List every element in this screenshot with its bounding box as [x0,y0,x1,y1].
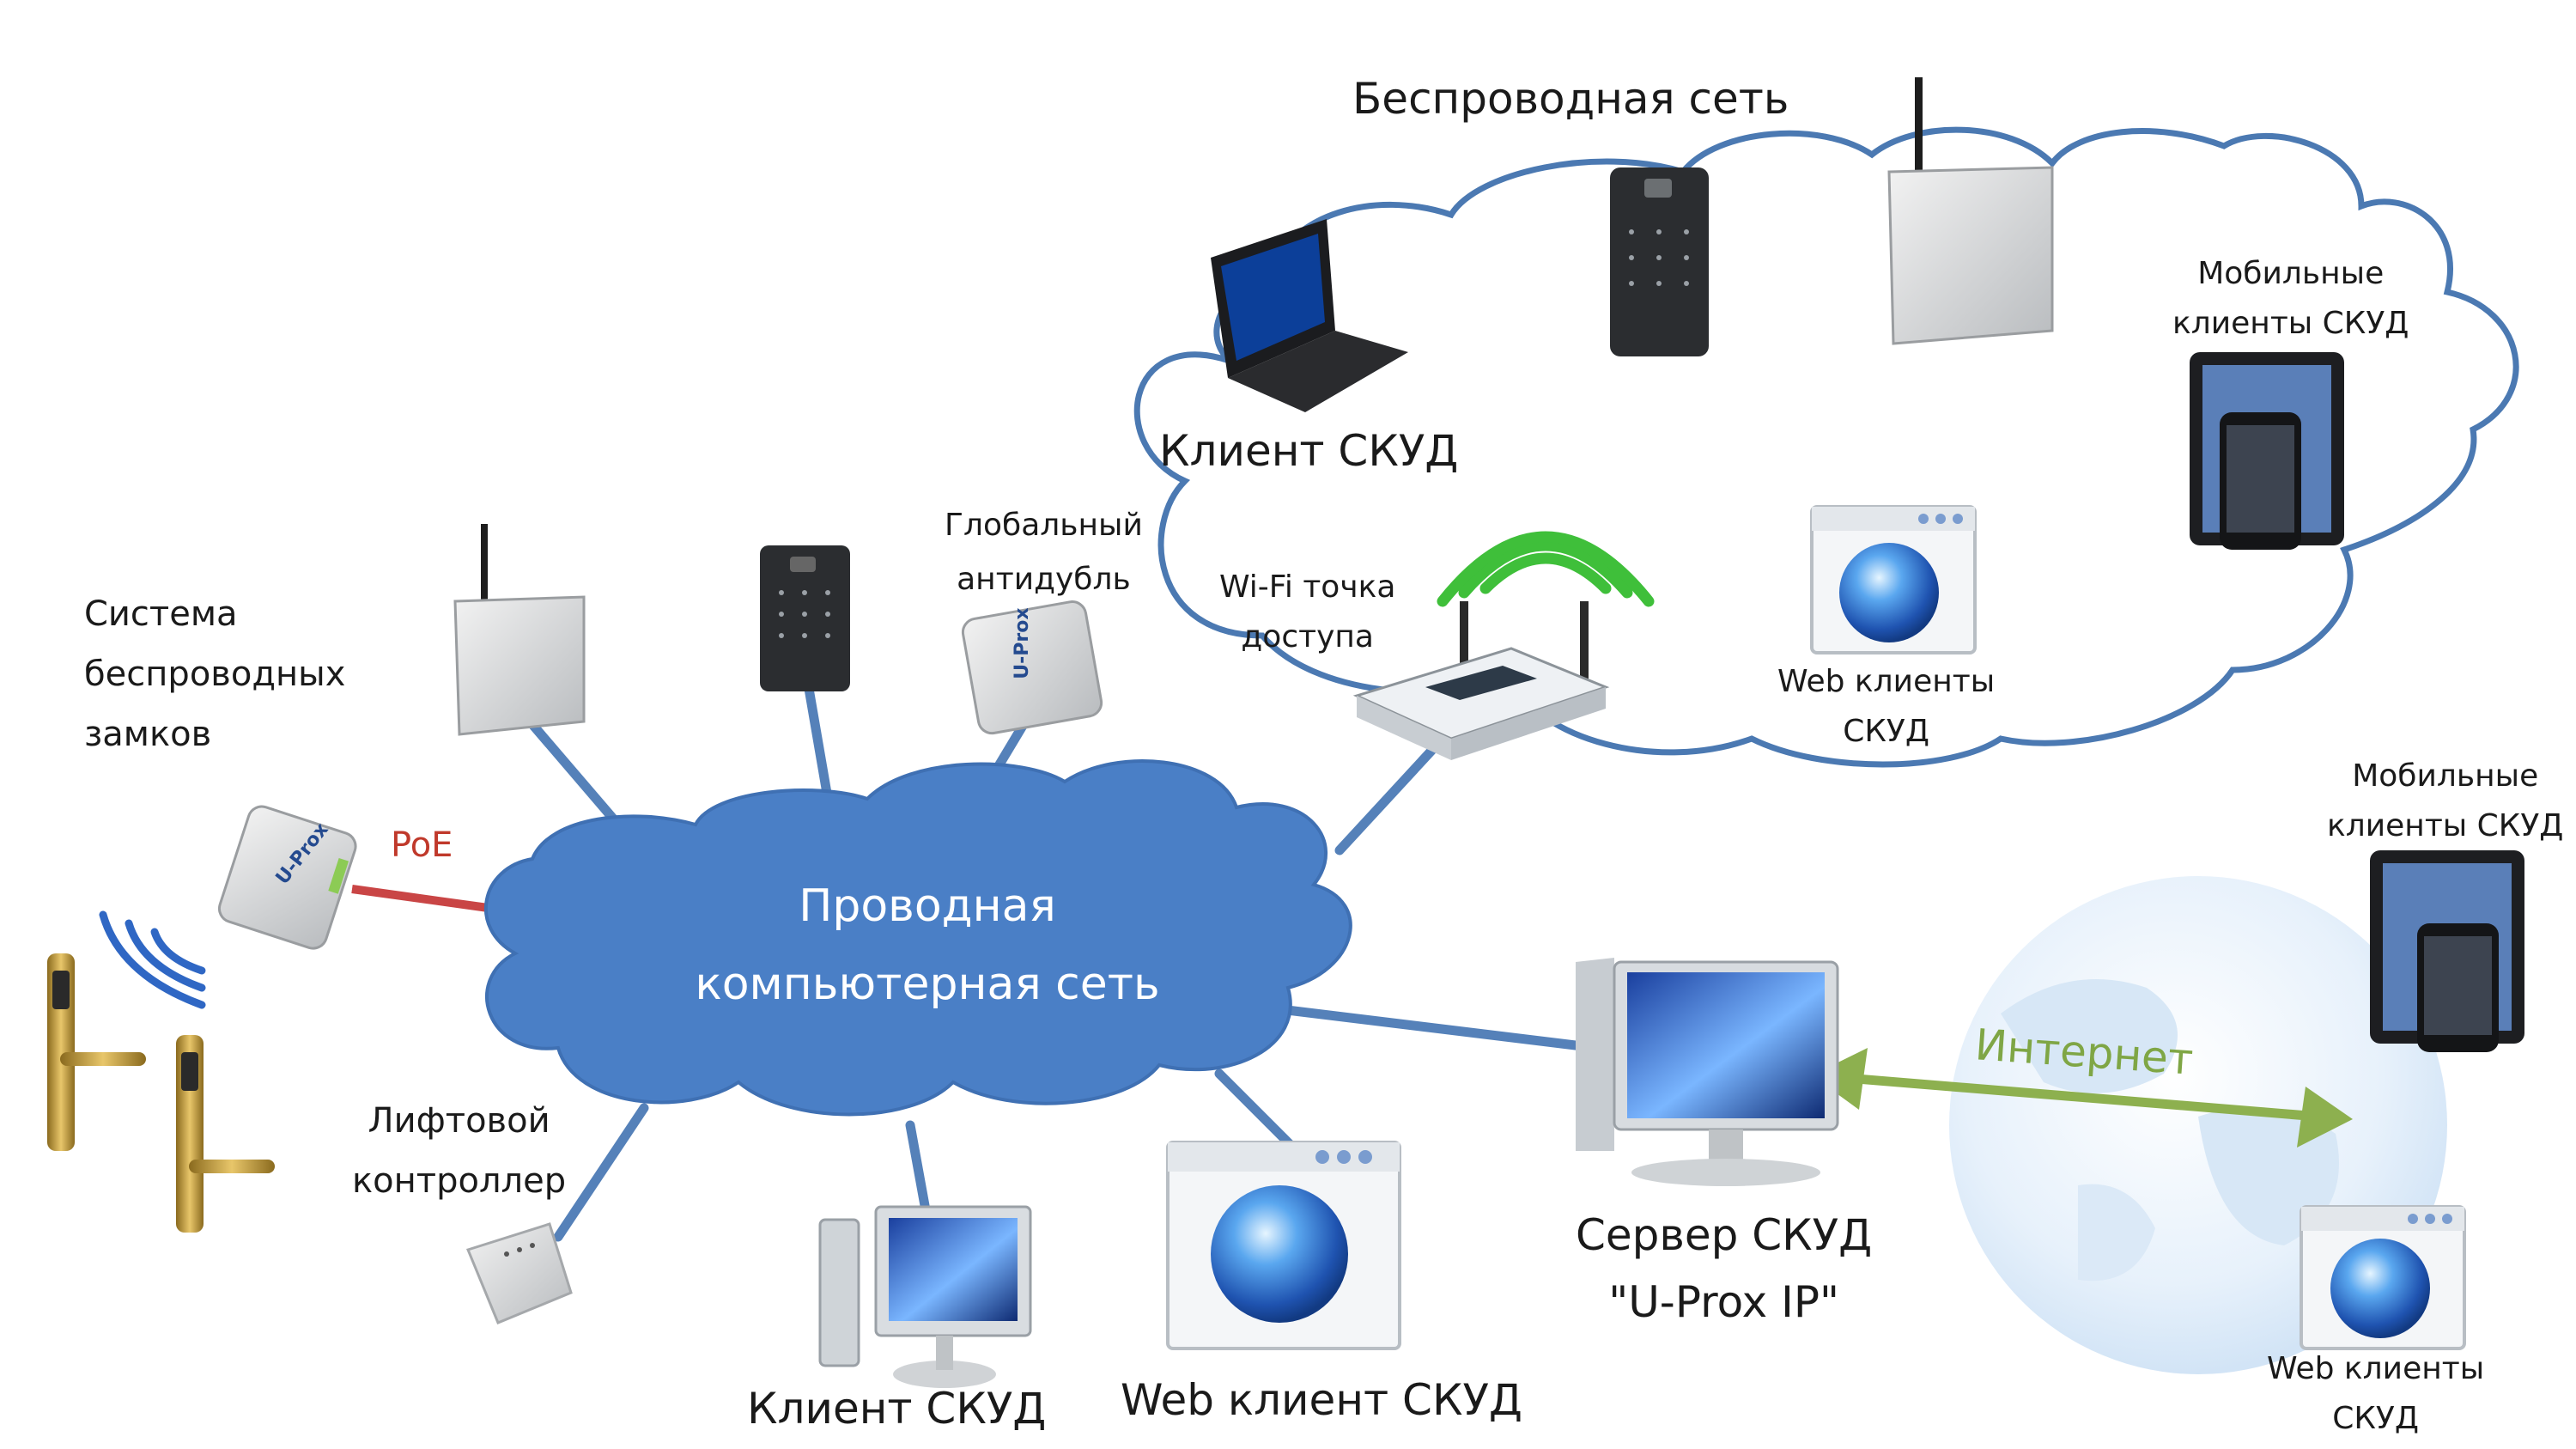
door-lock-icon [176,1035,275,1233]
wireless-network-title: Беспроводная сеть [1352,74,1789,124]
wired-network-cloud [483,759,1352,1117]
wireless-locks-line3: замков [84,715,212,754]
server-line2: "U-Prox IP" [1608,1276,1840,1327]
wifi-ap-line2: доступа [1241,618,1374,654]
mobile-clients-wireless-icon [2190,352,2344,550]
poe-link [351,885,507,915]
wireless-locks-line1: Система [84,594,238,634]
wired-network-line2: компьютерная сеть [695,959,1160,1010]
client-bottom-label: Клиент СКУД [747,1384,1047,1434]
wireless-controller-cloud-icon [1887,77,2054,345]
wired-network-title: Проводная компьютерная сеть [627,868,1228,1024]
web-clients-internet-line2: СКУД [2332,1400,2419,1436]
global-antipassback-line1: Глобальный [945,508,1143,543]
laptop-client-icon [1211,219,1408,412]
wireless-locks-label: Система беспроводных замков [84,584,345,764]
keypad-reader-icon [760,545,850,691]
brand-label: U-Prox [1012,607,1033,679]
web-clients-wireless-line2: СКУД [1843,713,1929,749]
wireless-controller-device-icon [453,524,586,736]
server-monitor-icon [1576,958,1839,1186]
keypad-reader-wireless-icon [1610,167,1709,356]
wifi-ap-line1: Wi-Fi точка [1219,569,1396,605]
wifi-router-icon [1352,531,1655,760]
wireless-locks-line2: беспроводных [84,654,346,694]
web-clients-internet-label: Web клиенты СКУД [2267,1344,2484,1443]
global-antipassback-line2: антидубль [957,562,1131,597]
web-clients-wireless-browser-icon [1810,505,1977,654]
mobile-clients-internet-line2: клиенты СКУД [2327,807,2564,843]
server-label: Сервер СКУД "U-Prox IP" [1576,1202,1872,1336]
internet-arrow [1812,1048,2353,1148]
web-clients-internet-line1: Web клиенты [2267,1351,2485,1386]
web-clients-wireless-line1: Web клиенты [1777,664,1996,699]
mobile-clients-internet-label: Мобильные клиенты СКУД [2327,752,2563,850]
web-clients-wireless-label: Web клиенты СКУД [1777,657,1995,756]
server-line1: Сервер СКУД [1576,1210,1873,1260]
mobile-clients-internet-icon [2370,850,2524,1052]
global-antipassback-device-icon: U-Prox [961,600,1103,735]
wifi-ap-label: Wi-Fi точка доступа [1219,563,1395,661]
client-wireless-label: Клиент СКУД [1159,426,1459,476]
mobile-clients-internet-line1: Мобильные [2352,758,2539,794]
lift-controller-line1: Лифтовой [368,1101,550,1141]
mobile-clients-wireless-line2: клиенты СКУД [2172,305,2409,341]
global-antipassback-label: Глобальный антидубль [945,498,1143,606]
mobile-clients-wireless-label: Мобильные клиенты СКУД [2172,249,2409,348]
door-lock-icon [47,953,146,1151]
wireless-signal-icon [99,910,206,1009]
mobile-clients-wireless-line1: Мобильные [2197,256,2385,291]
poe-label: PoE [391,825,453,865]
lift-controller-label: Лифтовой контроллер [352,1091,566,1211]
web-client-browser-icon [1166,1141,1401,1350]
web-client-bottom-label: Web клиент СКУД [1121,1375,1522,1425]
uprox-hub-device-icon: U-Prox [217,805,357,950]
desktop-client-icon [818,1205,1032,1388]
web-clients-internet-browser-icon [2300,1205,2466,1350]
wired-network-line1: Проводная [799,880,1056,932]
lift-controller-line2: контроллер [352,1161,567,1201]
lift-controller-device-icon [465,1222,573,1324]
